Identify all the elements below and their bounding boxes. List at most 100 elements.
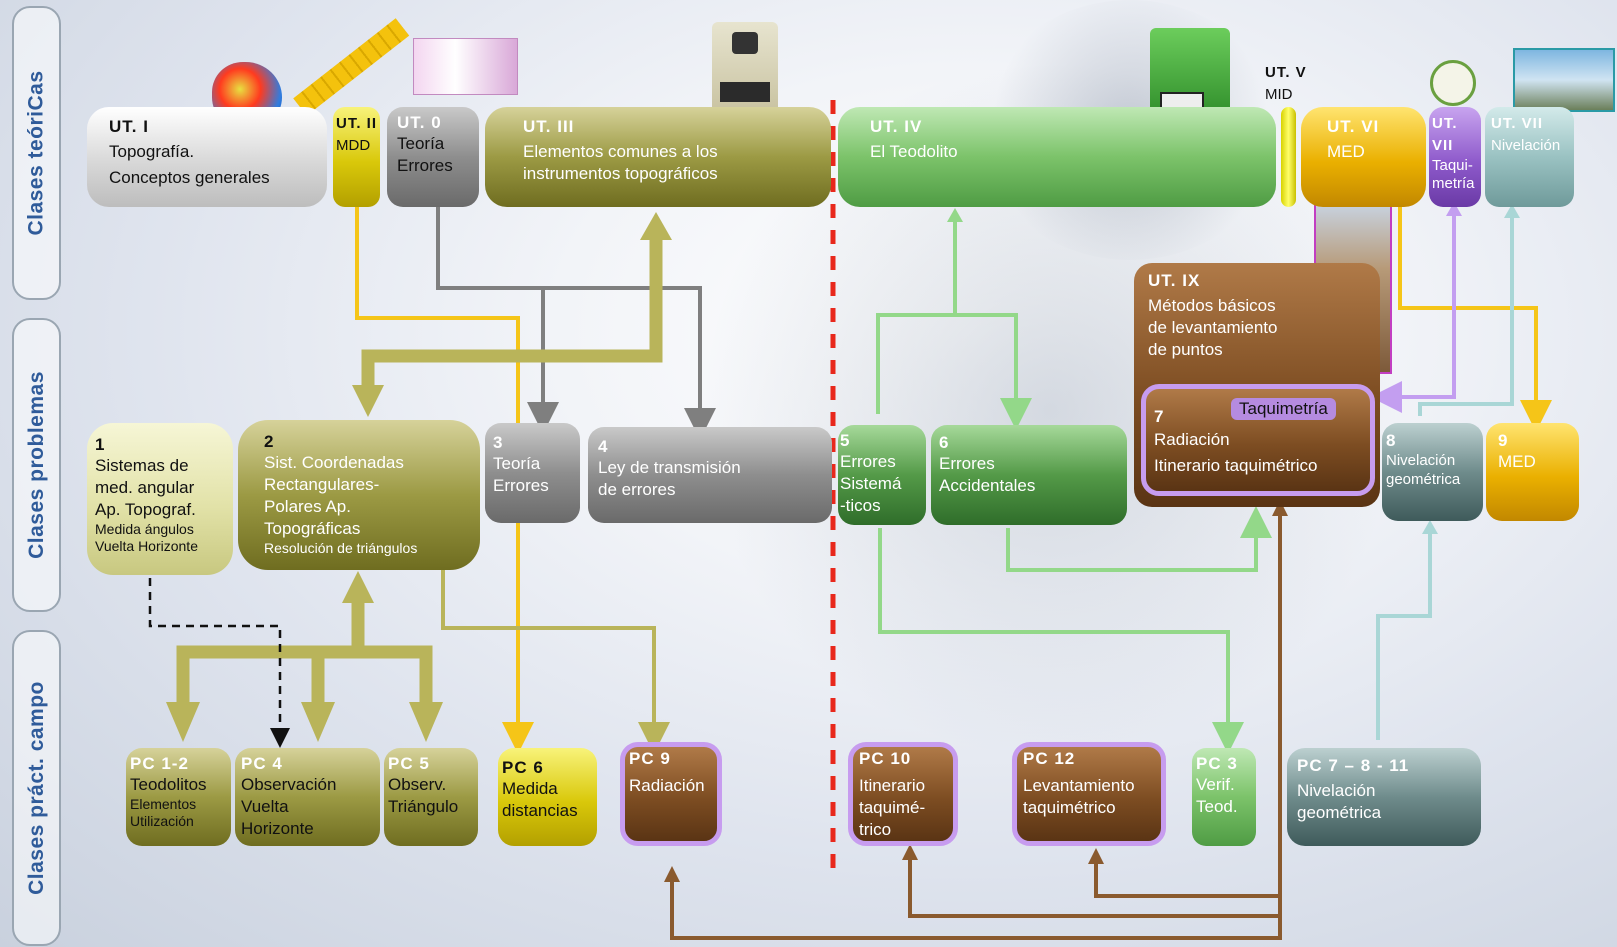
pc10-box[interactable]: PC 10 Itinerario taquimé- trico <box>848 742 958 846</box>
arrowhead <box>664 866 680 882</box>
pc3-box[interactable]: PC 3 Verif. Teod. <box>1192 748 1256 846</box>
ut4-title: UT. IV <box>870 117 923 136</box>
arrow-p8-ut7 <box>1418 216 1514 416</box>
p7-box[interactable]: 7 Radiación Itinerario taquimétrico <box>1141 384 1375 496</box>
pc7-8-11-line: Nivelación <box>1297 781 1376 800</box>
pc4-box[interactable]: PC 4 Observación Vuelta Horizonte <box>235 748 380 846</box>
pc3-line: Teod. <box>1196 797 1238 816</box>
ut0-line: Teoría <box>397 134 445 153</box>
ut2-box[interactable]: UT. II MDD <box>333 107 380 207</box>
ut7-nivelacion-box[interactable]: UT. VII Nivelación <box>1485 107 1574 207</box>
p4-box[interactable]: 4 Ley de transmisión de errores <box>588 427 832 523</box>
pc10-line: trico <box>859 820 892 839</box>
ut7b-title: UT. VII <box>1491 115 1544 132</box>
p6-box[interactable]: 6 Errores Accidentales <box>931 425 1127 525</box>
ut5-bar[interactable] <box>1281 107 1296 207</box>
ut6-box[interactable]: UT. VI MED <box>1301 107 1426 207</box>
p1-line: med. angular <box>95 478 195 497</box>
pc1-2-line: Teodolitos <box>130 775 207 794</box>
p3-num: 3 <box>493 433 504 452</box>
arrow-ut0-p3 <box>436 205 559 434</box>
p4-num: 4 <box>598 437 609 456</box>
p8-small: geométrica <box>1386 471 1461 488</box>
pc4-line: Vuelta <box>241 797 289 816</box>
p2-line: Topográficas <box>264 519 361 538</box>
pc1-2-box[interactable]: PC 1-2 Teodolitos Elementos Utilización <box>126 748 231 846</box>
p1-small: Medida ángulos <box>95 521 194 537</box>
side-label-problemas: Clases problemas <box>12 318 61 612</box>
theodolite-image <box>1150 28 1230 118</box>
ut1-title: UT. I <box>109 117 149 136</box>
ut9-title: UT. IX <box>1148 271 1201 290</box>
ut6-title: UT. VI <box>1327 117 1380 136</box>
ut5-sub: MID <box>1265 86 1293 103</box>
pc3-title: PC 3 <box>1196 754 1238 773</box>
p6-line: Accidentales <box>939 476 1036 495</box>
pc9-title: PC 9 <box>629 749 671 768</box>
p2-line: Sist. Coordenadas <box>264 453 404 472</box>
p5-line: Errores <box>840 452 896 471</box>
arrowhead <box>947 208 963 222</box>
p3-box[interactable]: 3 Teoría Errores <box>485 423 580 523</box>
p2-line: Polares Ap. <box>264 497 351 516</box>
p9-box[interactable]: 9 MED <box>1486 423 1579 521</box>
p3-line: Teoría <box>493 454 541 473</box>
arrow-ut0-p4 <box>543 286 716 440</box>
pc5-title: PC 5 <box>388 754 430 773</box>
side-label-teoricas: Clases teóriCas <box>12 6 61 300</box>
pc6-line: distancias <box>502 801 578 820</box>
ut9-line: Métodos básicos <box>1148 296 1276 315</box>
ut3-box[interactable]: UT. III Elementos comunes a los instrume… <box>485 107 831 207</box>
arrow-ut4-p5-p6 <box>876 313 1032 430</box>
pc9-line: Radiación <box>629 776 705 795</box>
ut3-line: Elementos comunes a los <box>523 142 718 161</box>
pc4-line: Horizonte <box>241 819 314 838</box>
ut7a-title: UT. VII <box>1432 115 1458 154</box>
arrow-ut6-p9 <box>1398 205 1552 432</box>
ut7-taquimetria-box[interactable]: UT. VII Taqui- metría <box>1429 107 1481 207</box>
pc6-line: Medida <box>502 779 558 798</box>
arrowhead <box>166 702 200 742</box>
ut4-box[interactable]: UT. IV El Teodolito <box>838 107 1276 207</box>
pc7-8-11-box[interactable]: PC 7 – 8 - 11 Nivelación geométrica <box>1287 748 1481 846</box>
p6-num: 6 <box>939 433 950 452</box>
total-station-image <box>712 22 778 114</box>
p1-line: Sistemas de <box>95 456 189 475</box>
p2-num: 2 <box>264 432 275 451</box>
pc1-2-title: PC 1-2 <box>130 754 189 773</box>
ut2-title: UT. II <box>336 115 378 132</box>
pc6-box[interactable]: PC 6 Medida distancias <box>498 748 597 846</box>
arrow-p6-p7 <box>1006 506 1272 572</box>
p5-box[interactable]: 5 Errores Sistemá -ticos <box>838 425 926 525</box>
pc7-8-11-line: geométrica <box>1297 803 1382 822</box>
pc5-box[interactable]: PC 5 Observ. Triángulo <box>384 748 478 846</box>
p1-box[interactable]: 1 Sistemas de med. angular Ap. Topograf.… <box>87 423 233 575</box>
p3-line: Errores <box>493 476 549 495</box>
ut6-line: MED <box>1327 142 1365 161</box>
pc12-line: Levantamiento <box>1023 776 1135 795</box>
arrowhead <box>342 571 374 603</box>
p4-line: Ley de transmisión <box>598 458 741 477</box>
ut0-title: UT. 0 <box>397 113 442 132</box>
arrowhead <box>301 702 335 742</box>
pc6-title: PC 6 <box>502 758 544 777</box>
arrowhead <box>640 212 672 240</box>
p8-box[interactable]: 8 Nivelación geométrica <box>1382 423 1483 521</box>
pc12-title: PC 12 <box>1023 749 1076 768</box>
pc12-line: taquimétrico <box>1023 798 1116 817</box>
p6-line: Errores <box>939 454 995 473</box>
pc12-box[interactable]: PC 12 Levantamiento taquimétrico <box>1012 742 1166 846</box>
ut1-box[interactable]: UT. I Topografía. Conceptos generales <box>87 107 327 207</box>
ut4-line: El Teodolito <box>870 142 958 161</box>
p2-box[interactable]: 2 Sist. Coordenadas Rectangulares- Polar… <box>238 420 480 570</box>
ut0-line: Errores <box>397 156 453 175</box>
ut5-title: UT. V <box>1265 64 1307 81</box>
pc9-box[interactable]: PC 9 Radiación <box>620 742 722 846</box>
arrow-p2-pcs <box>176 645 433 702</box>
ut7b-line: Nivelación <box>1491 137 1561 154</box>
arrow-p8-pc7811 <box>1376 532 1432 740</box>
ut7a-line: metría <box>1432 175 1475 192</box>
ut0-box[interactable]: UT. 0 Teoría Errores <box>387 107 479 207</box>
p9-num: 9 <box>1498 431 1509 450</box>
